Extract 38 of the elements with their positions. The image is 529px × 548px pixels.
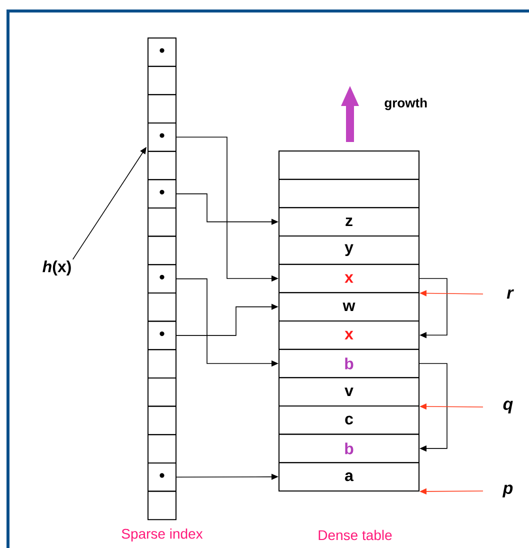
index-cell: • bbox=[148, 264, 176, 294]
index-cell bbox=[148, 349, 176, 378]
table-row bbox=[278, 150, 420, 180]
pointer-label: q bbox=[503, 400, 513, 414]
arrow bbox=[419, 278, 448, 338]
table-row: b bbox=[278, 348, 420, 378]
growth-label: growth bbox=[384, 98, 427, 110]
caption: Sparse index bbox=[122, 528, 203, 542]
index-cell bbox=[148, 150, 176, 180]
index-cell bbox=[148, 94, 176, 124]
index-cell: • bbox=[148, 462, 176, 492]
index-cell bbox=[148, 66, 176, 96]
index-cell bbox=[148, 490, 176, 520]
index-cell bbox=[148, 236, 176, 266]
function-label: h(x) bbox=[42, 260, 71, 276]
table-row: w bbox=[278, 292, 420, 322]
pointer-label: p bbox=[502, 484, 513, 498]
index-cell bbox=[148, 292, 176, 322]
pointer-label: r bbox=[506, 289, 514, 299]
table-row bbox=[278, 178, 420, 208]
index-cell: • bbox=[148, 179, 176, 208]
caption: Dense table bbox=[318, 530, 392, 540]
arrow bbox=[419, 363, 448, 452]
table-row: x bbox=[278, 320, 420, 350]
index-cell bbox=[148, 406, 176, 436]
index-cell bbox=[148, 207, 176, 237]
index-cell: • bbox=[148, 122, 176, 152]
table-row: x bbox=[278, 264, 420, 294]
table-row: c bbox=[278, 405, 420, 435]
table-row: a bbox=[278, 462, 420, 492]
table-row: z bbox=[278, 207, 420, 236]
table-row: y bbox=[278, 236, 420, 265]
table-row: v bbox=[278, 377, 420, 406]
index-cell bbox=[148, 377, 176, 407]
index-cell: • bbox=[148, 38, 176, 67]
index-cell bbox=[148, 434, 176, 464]
table-row: b bbox=[278, 434, 420, 464]
index-cell: • bbox=[148, 320, 176, 350]
